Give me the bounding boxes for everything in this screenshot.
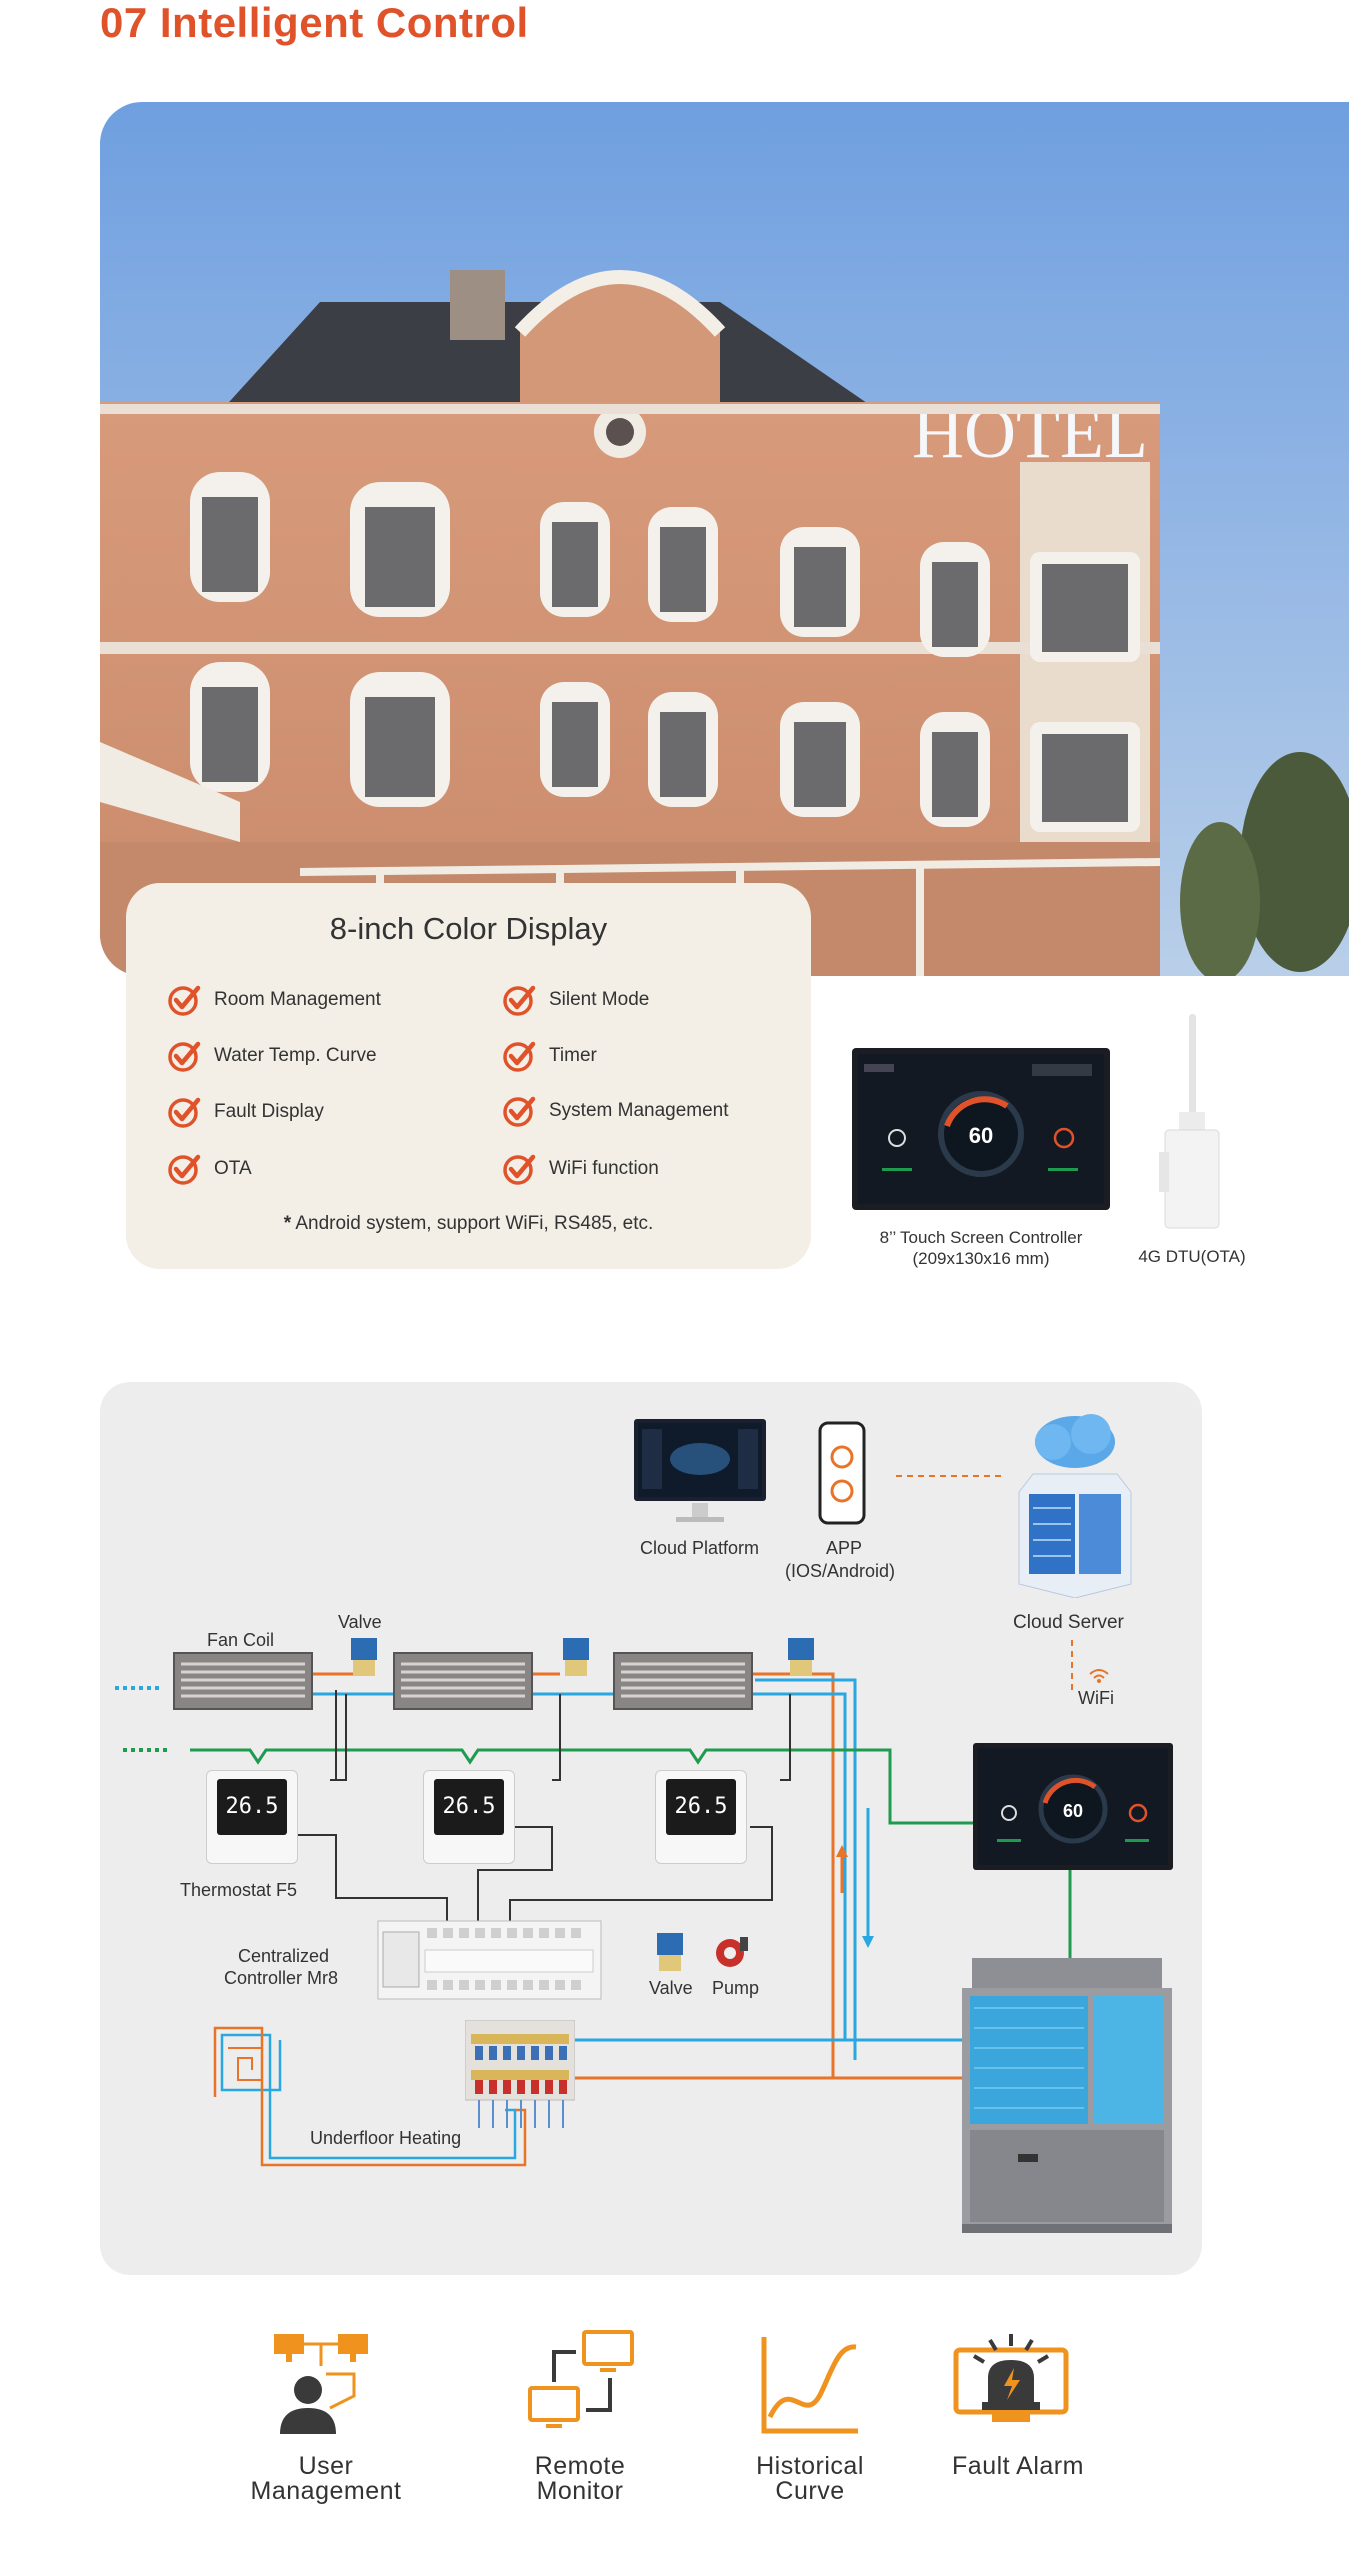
panel-value: 60: [1063, 1801, 1083, 1821]
fault-alarm-icon: [953, 2334, 1069, 2422]
feature-line2: Monitor: [536, 2477, 624, 2505]
cloud-server-label: Cloud Server: [1013, 1612, 1124, 1633]
feature-ota: OTA: [166, 1151, 252, 1187]
fan-coil-label: Fan Coil: [207, 1630, 275, 1650]
check-icon: [168, 1097, 201, 1128]
app-phone-icon: [818, 1421, 866, 1525]
feature-timer: Timer: [501, 1038, 597, 1074]
feature-line1: Historical: [756, 2452, 864, 2480]
pump-legend-icon: [716, 1937, 748, 1967]
dtu-caption: 4G DTU(OTA): [1138, 1247, 1246, 1266]
dtu-device-image: [1157, 1012, 1227, 1237]
note-text: Android system, support WiFi, RS485, etc…: [295, 1213, 654, 1234]
centralized-controller-device: [377, 1920, 602, 2000]
cloud-platform-monitor-icon: [634, 1419, 766, 1522]
valve-legend-label: Valve: [649, 1978, 693, 1998]
touch-screen-graphic: 60: [852, 1048, 1110, 1210]
feature-label: OTA: [214, 1158, 252, 1179]
display-features-card: 8-inch Color Display Room Management Wat…: [126, 883, 811, 1269]
check-icon: [168, 1041, 201, 1072]
check-icon: [503, 1096, 536, 1127]
pump-legend-label: Pump: [712, 1978, 760, 1998]
fan-coil-unit: [173, 1652, 313, 1710]
feature-label: WiFi function: [549, 1158, 659, 1179]
feature-line2: Management: [250, 2477, 402, 2505]
app-label: APP: [826, 1538, 863, 1558]
feature-remote-monitor: Remote Monitor: [480, 2454, 680, 2504]
manifold-device: [465, 2020, 575, 2128]
feature-user-management: User Management: [226, 2454, 426, 2504]
feature-label: Water Temp. Curve: [214, 1045, 377, 1066]
check-icon: [503, 985, 536, 1016]
app-platforms-label: (IOS/Android): [785, 1561, 896, 1581]
valve-label-top: Valve: [338, 1612, 382, 1632]
touch-screen-controller-image: 60: [852, 1048, 1110, 1210]
fan-coil-unit: [393, 1652, 533, 1710]
feature-fault-display: Fault Display: [166, 1094, 324, 1130]
valve-icon: [563, 1638, 589, 1676]
feature-label: Silent Mode: [549, 989, 650, 1010]
cloud-platform-label: Cloud Platform: [640, 1538, 760, 1558]
fan-coil-unit: [613, 1652, 753, 1710]
feature-label: Timer: [549, 1045, 597, 1066]
check-icon: [503, 1041, 536, 1072]
feature-system-management: System Management: [501, 1093, 729, 1129]
user-management-icon: [274, 2334, 368, 2434]
remote-monitor-icon: [528, 2330, 634, 2428]
feature-water-temp-curve: Water Temp. Curve: [166, 1038, 377, 1074]
feature-wifi-function: WiFi function: [501, 1151, 659, 1187]
feature-line1: Remote: [534, 2452, 626, 2480]
dtu-graphic: [1159, 1014, 1220, 1229]
thermostat-device: 26.5: [206, 1770, 298, 1864]
heat-pump-unit: [962, 1958, 1172, 2233]
touch-screen-size: (209x130x16 mm): [912, 1249, 1050, 1268]
feature-room-management: Room Management: [166, 982, 381, 1018]
thermostat-display: 26.5: [217, 1779, 287, 1835]
note-star: *: [283, 1213, 292, 1234]
touch-screen-label: 8’’ Touch Screen Controller: [879, 1228, 1083, 1247]
screen-value: 60: [969, 1123, 993, 1148]
historical-curve-icon: [761, 2337, 858, 2434]
wall-touch-screen-controller: 60: [973, 1743, 1173, 1870]
check-icon: [168, 985, 201, 1016]
feature-line1: Fault Alarm: [952, 2452, 1084, 2480]
feature-label: System Management: [549, 1100, 729, 1121]
feature-historical-curve: Historical Curve: [710, 2454, 910, 2504]
thermostat-display: 26.5: [666, 1779, 736, 1835]
hotel-photo: HOTEL: [100, 102, 1349, 976]
thermostat-device: 26.5: [423, 1770, 515, 1864]
card-title: 8-inch Color Display: [329, 911, 608, 946]
cloud-server-icon: [1018, 1414, 1132, 1598]
check-icon: [503, 1154, 536, 1185]
valve-icon: [788, 1638, 814, 1676]
touch-screen-caption: 8’’ Touch Screen Controller (209x130x16 …: [852, 1227, 1110, 1269]
underfloor-heating-label: Underfloor Heating: [310, 2128, 462, 2148]
valve-legend-icon: [657, 1933, 683, 1971]
wifi-icon: [1089, 1669, 1109, 1683]
feature-label: Room Management: [214, 989, 381, 1010]
feature-line1: User: [298, 2452, 354, 2480]
feature-fault-alarm: Fault Alarm: [918, 2454, 1118, 2479]
feature-silent-mode: Silent Mode: [501, 982, 649, 1018]
thermostat-device: 26.5: [655, 1770, 747, 1864]
feature-line2: Curve: [775, 2477, 845, 2505]
valve-icon: [351, 1638, 377, 1676]
controller-label-line1: Centralized: [238, 1946, 330, 1966]
thermostat-label: Thermostat F5: [180, 1880, 298, 1900]
card-note: * Android system, support WiFi, RS485, e…: [126, 1213, 811, 1235]
wifi-label: WiFi: [1078, 1688, 1114, 1708]
thermostat-display: 26.5: [434, 1779, 504, 1835]
hotel-illustration: HOTEL: [100, 102, 1349, 976]
controller-label-line2: Controller Mr8: [224, 1968, 339, 1988]
check-icon: [168, 1154, 201, 1185]
feature-label: Fault Display: [214, 1101, 324, 1122]
page-title: 07 Intelligent Control: [100, 0, 529, 46]
